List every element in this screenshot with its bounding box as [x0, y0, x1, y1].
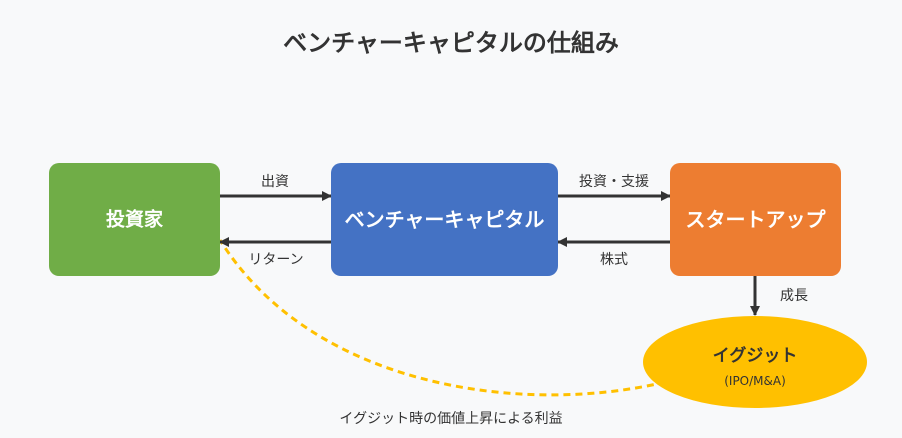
startup-node: スタートアップ [670, 163, 841, 276]
exit-label: イグジット [713, 345, 798, 366]
startup-label: スタートアップ [686, 208, 827, 232]
investor-label: 投資家 [106, 208, 164, 231]
vc-box [331, 163, 558, 276]
exit-return-curve [218, 239, 701, 397]
exit-node: イグジット (IPO/M&A) [643, 316, 867, 408]
growth-label: 成長 [780, 288, 808, 304]
investor-box [49, 163, 220, 276]
exit-sublabel: (IPO/M&A) [724, 374, 786, 388]
vc-label: ベンチャーキャピタル [345, 208, 545, 232]
diagram-title: ベンチャーキャピタルの仕組み [283, 29, 619, 57]
return-label: リターン [248, 252, 303, 268]
investor-node: 投資家 [49, 163, 220, 276]
equity-label: 株式 [600, 252, 628, 268]
exit-ellipse [643, 316, 867, 408]
vc-node: ベンチャーキャピタル [331, 163, 558, 276]
exit-gain-caption: イグジット時の価値上昇による利益 [339, 411, 562, 427]
investment-label: 出資 [261, 174, 289, 190]
invest-support-label: 投資・支援 [579, 174, 649, 190]
startup-box [670, 163, 841, 276]
